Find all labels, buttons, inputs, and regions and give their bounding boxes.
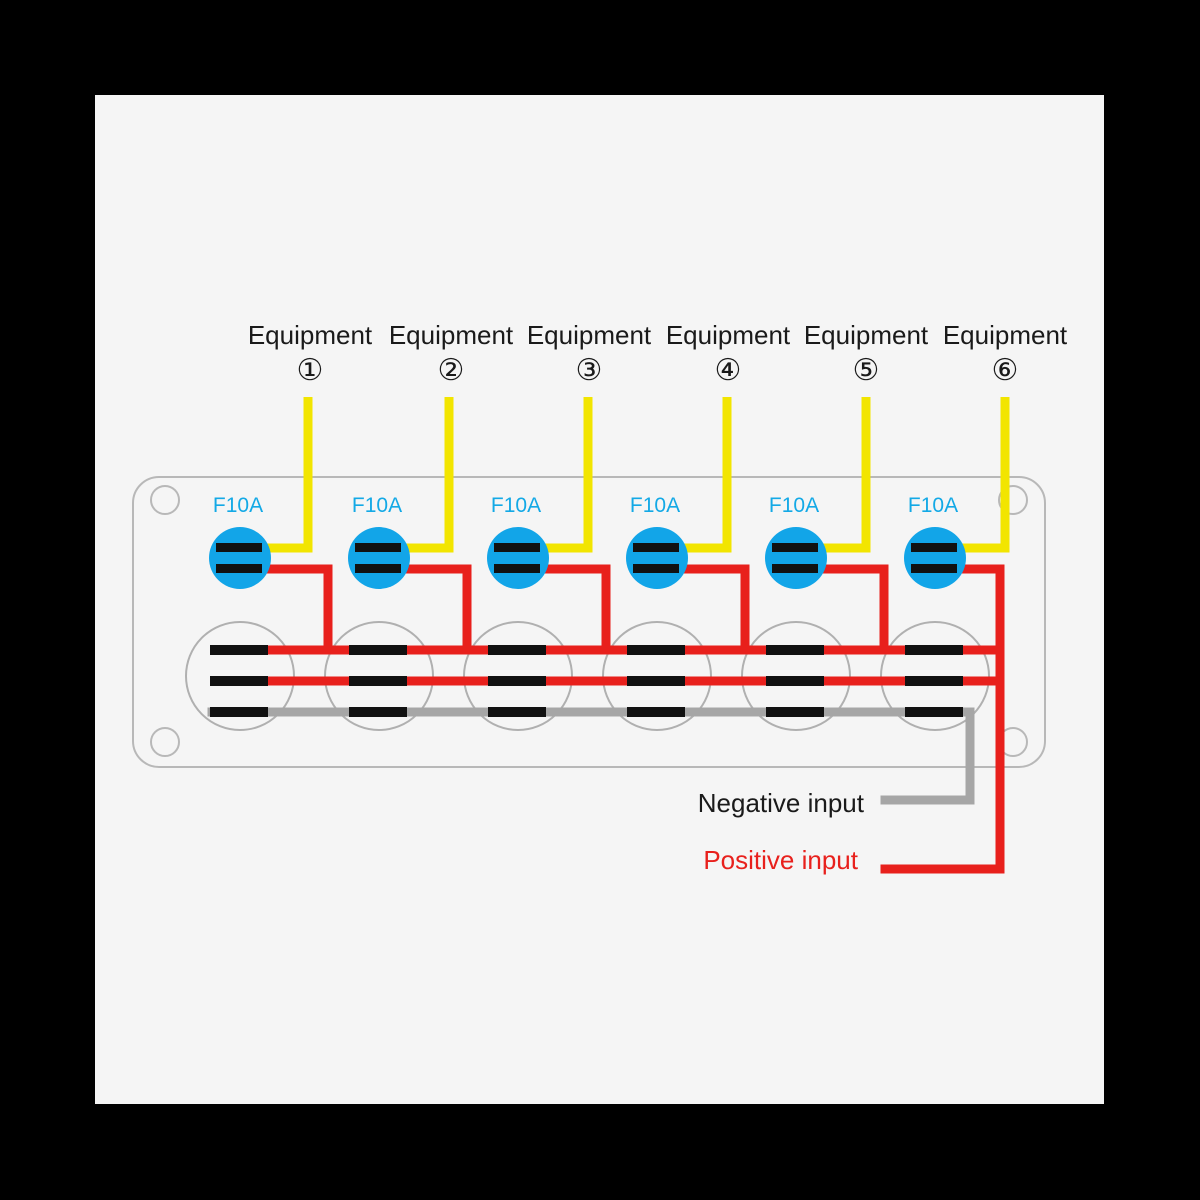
equipment-number-2: ② xyxy=(438,354,465,387)
equipment-label-3: Equipment ③ xyxy=(527,320,652,387)
switch-6-terminal-2 xyxy=(905,676,963,686)
fuse-label-3: F10A xyxy=(491,494,541,517)
switch-1-terminal-1 xyxy=(210,645,268,655)
switch-terminals-4 xyxy=(627,645,685,717)
fuse-body-1[interactable] xyxy=(209,527,271,589)
switch-4-terminal-3 xyxy=(627,707,685,717)
negative-wire-path xyxy=(207,707,975,805)
switch-bodies xyxy=(185,621,990,731)
fuse-to-switch-wires xyxy=(240,564,1005,650)
switch-terminals-1 xyxy=(210,645,268,717)
equipment-label-2: Equipment ② xyxy=(389,320,514,387)
equipment-number-1: ① xyxy=(297,354,324,387)
switch-1-terminal-3 xyxy=(210,707,268,717)
fuse-terminal-bottom-3 xyxy=(494,564,540,573)
fuse-1[interactable] xyxy=(209,527,271,589)
fuse-label-4: F10A xyxy=(630,494,680,517)
fuse-4[interactable] xyxy=(626,527,688,589)
switch-terminals-3 xyxy=(488,645,546,717)
switch-3-terminal-1 xyxy=(488,645,546,655)
switch-terminals-6 xyxy=(905,645,963,717)
switch-body-1[interactable] xyxy=(185,621,295,731)
fuse-terminal-bottom-6 xyxy=(911,564,957,573)
fuse-label-2: F10A xyxy=(352,494,402,517)
fuse-holders xyxy=(209,527,966,589)
switch-2-terminal-2 xyxy=(349,676,407,686)
fuse-6[interactable] xyxy=(904,527,966,589)
positive-input-trunk xyxy=(880,645,1005,874)
switch-body-6[interactable] xyxy=(880,621,990,731)
fuse-drop-1 xyxy=(240,564,333,650)
positive-input-label: Positive input xyxy=(703,845,858,875)
negative-bus-wire xyxy=(207,707,975,805)
fuse-body-6[interactable] xyxy=(904,527,966,589)
fuse-terminal-top-1 xyxy=(216,543,262,552)
switch-body-3[interactable] xyxy=(463,621,573,731)
switch-terminals-2 xyxy=(349,645,407,717)
mounting-hole-icon xyxy=(998,485,1028,515)
fuse-terminal-bottom-4 xyxy=(633,564,679,573)
equipment-label-text-2: Equipment xyxy=(389,320,514,350)
fuse-3[interactable] xyxy=(487,527,549,589)
equipment-label-1: Equipment ① xyxy=(248,320,373,387)
equipment-number-3: ③ xyxy=(576,354,603,387)
fuse-terminal-top-4 xyxy=(633,543,679,552)
fuse-label-5: F10A xyxy=(769,494,819,517)
fuse-body-5[interactable] xyxy=(765,527,827,589)
switch-3-terminal-3 xyxy=(488,707,546,717)
fuse-5[interactable] xyxy=(765,527,827,589)
mounting-hole-icon xyxy=(150,485,180,515)
equipment-label-text-4: Equipment xyxy=(666,320,791,350)
switch-body-2[interactable] xyxy=(324,621,434,731)
equipment-number-4: ④ xyxy=(715,354,742,387)
fuse-terminal-bottom-2 xyxy=(355,564,401,573)
switch-4-terminal-2 xyxy=(627,676,685,686)
fuse-label-6: F10A xyxy=(908,494,958,517)
equipment-labels: Equipment ① Equipment ② Equipment ③ Equi… xyxy=(248,320,1068,387)
fuse-drop-4 xyxy=(657,564,750,650)
equipment-label-text-6: Equipment xyxy=(943,320,1068,350)
switch-2-terminal-1 xyxy=(349,645,407,655)
equipment-label-text-3: Equipment xyxy=(527,320,652,350)
switch-terminals xyxy=(210,645,963,717)
input-labels: Negative input Positive input xyxy=(698,788,865,875)
equipment-label-text-5: Equipment xyxy=(804,320,929,350)
fuse-label-1: F10A xyxy=(213,494,263,517)
fuse-terminal-top-3 xyxy=(494,543,540,552)
equipment-label-6: Equipment ⑥ xyxy=(943,320,1068,387)
equipment-label-text-1: Equipment xyxy=(248,320,373,350)
equipment-label-4: Equipment ④ xyxy=(666,320,791,387)
fuse-terminal-top-5 xyxy=(772,543,818,552)
fuse-terminal-bottom-5 xyxy=(772,564,818,573)
switch-2-terminal-3 xyxy=(349,707,407,717)
fuse-terminal-bottom-1 xyxy=(216,564,262,573)
fuse-terminal-top-6 xyxy=(911,543,957,552)
fuse-terminal-top-2 xyxy=(355,543,401,552)
fuse-drop-2 xyxy=(379,564,472,650)
switch-6-terminal-1 xyxy=(905,645,963,655)
switch-body-5[interactable] xyxy=(741,621,851,731)
switch-5-terminal-2 xyxy=(766,676,824,686)
fuse-drop-5 xyxy=(796,564,889,650)
equipment-number-6: ⑥ xyxy=(992,354,1019,387)
switch-5-terminal-3 xyxy=(766,707,824,717)
fuse-body-2[interactable] xyxy=(348,527,410,589)
equipment-label-5: Equipment ⑤ xyxy=(804,320,929,387)
fuse-drop-3 xyxy=(518,564,611,650)
mounting-hole-icon xyxy=(150,727,180,757)
switch-5-terminal-1 xyxy=(766,645,824,655)
switch-1-terminal-2 xyxy=(210,676,268,686)
fuse-2[interactable] xyxy=(348,527,410,589)
fuse-body-3[interactable] xyxy=(487,527,549,589)
fuse-labels: F10A F10A F10A F10A F10A F10A xyxy=(213,494,958,517)
fuse-body-4[interactable] xyxy=(626,527,688,589)
negative-input-label: Negative input xyxy=(698,788,865,818)
switch-4-terminal-1 xyxy=(627,645,685,655)
equipment-number-5: ⑤ xyxy=(853,354,880,387)
switch-6-terminal-3 xyxy=(905,707,963,717)
switch-body-4[interactable] xyxy=(602,621,712,731)
switch-3-terminal-2 xyxy=(488,676,546,686)
switch-terminals-5 xyxy=(766,645,824,717)
